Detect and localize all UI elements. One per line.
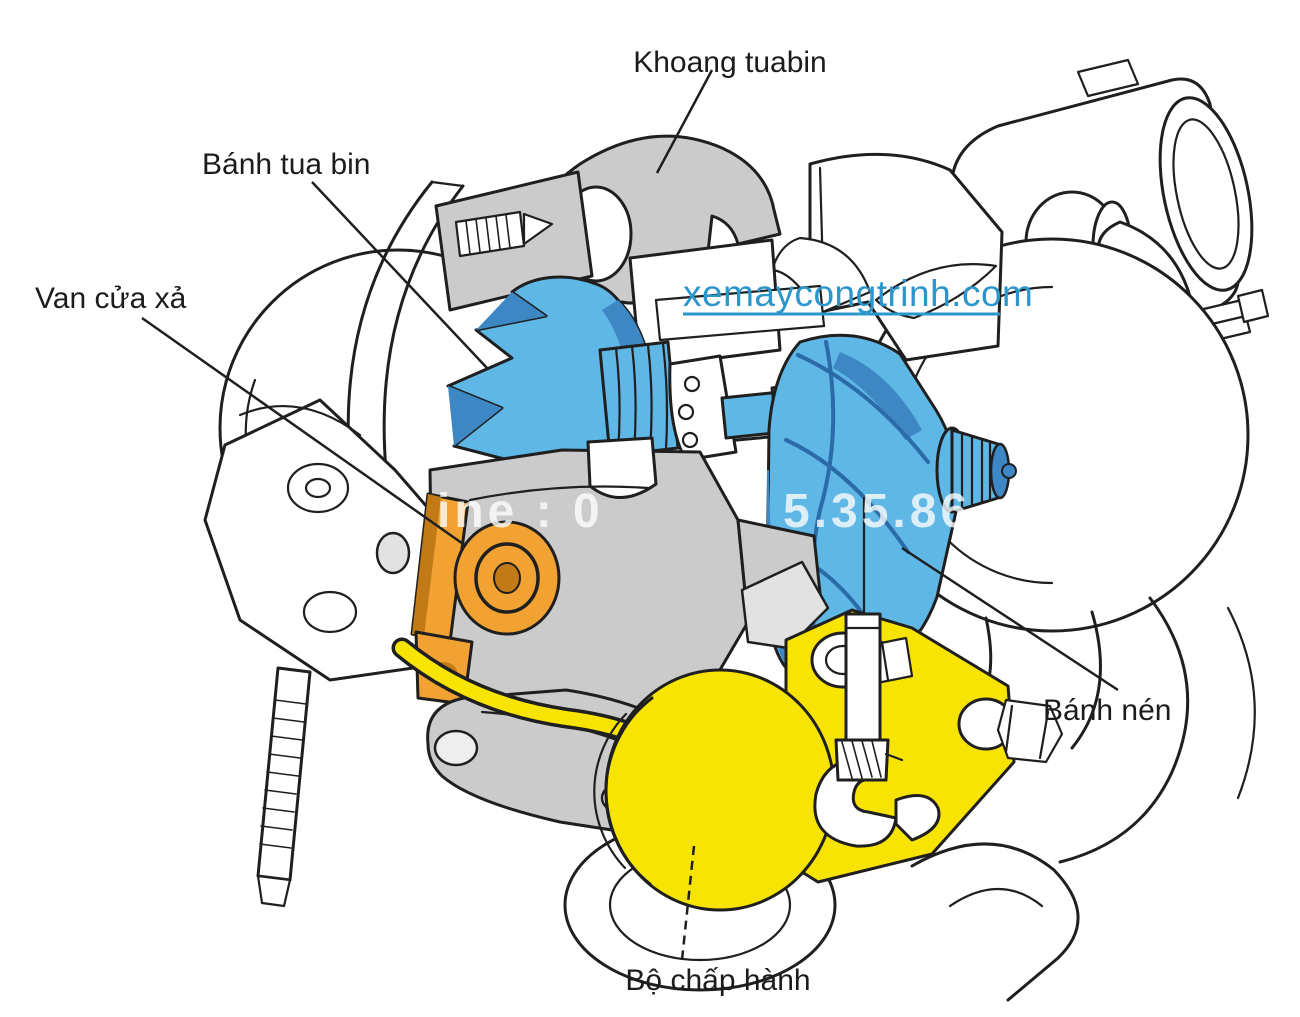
bottom-pipes	[910, 842, 1080, 1002]
housing-leg-right	[1070, 610, 1102, 750]
actuator-arm-end	[740, 560, 830, 650]
label-banh-nen: Bánh nén	[1043, 694, 1171, 727]
duct-end-cap	[1158, 96, 1254, 292]
nut-tip	[1001, 463, 1017, 479]
blade-curve	[796, 353, 930, 464]
exhaust-clamp-bracket	[203, 398, 472, 908]
leader-bo-chap-hanh	[680, 845, 696, 961]
leader-khoang-tuabin	[655, 69, 714, 174]
leader-banh-nen	[901, 546, 1119, 692]
housing-pipe-right-2	[1226, 606, 1256, 800]
bolt-right-line	[1004, 704, 1014, 754]
actuator-hook	[894, 794, 941, 842]
leader-lines	[141, 69, 1119, 961]
clamp-hole-2	[375, 531, 411, 575]
labels: Khoang tuabin Bánh tua bin Van cửa xả Bá…	[35, 46, 1171, 997]
disc-center	[493, 562, 521, 594]
blade-shading	[448, 386, 502, 446]
stud-tip	[256, 874, 292, 908]
bracket-bolt-threads	[465, 214, 511, 255]
blade-curve	[784, 438, 910, 554]
phone-watermark-left: ine : 0	[437, 485, 604, 538]
flange-lug-hole	[433, 729, 479, 767]
disc-ring	[474, 542, 540, 614]
plate-contour	[468, 485, 650, 502]
phone-watermark-right: 5.35.86	[783, 485, 971, 538]
label-van-cua-xa: Van cửa xả	[35, 282, 187, 315]
nut-stripes	[960, 432, 992, 510]
label-banh-tua-bin: Bánh tua bin	[202, 148, 370, 181]
hose-clamp-bolt	[1236, 288, 1270, 324]
housing-pipe-right	[1058, 596, 1190, 864]
leader-banh-tua-bin	[311, 181, 488, 369]
wastegate-pipe-top	[430, 180, 465, 188]
actuator-rod	[844, 612, 882, 746]
clevis-pin	[884, 752, 904, 762]
duct-tab-top	[1076, 58, 1140, 98]
clamp-hole-1-inner	[304, 477, 332, 499]
collar-hole	[683, 375, 701, 393]
actuator	[593, 496, 1064, 912]
stud-threads	[259, 699, 307, 849]
canister-rib	[593, 712, 628, 870]
clamp-hole-3	[302, 590, 358, 634]
collar-hole	[681, 431, 699, 449]
label-khoang-tuabin: Khoang tuabin	[633, 46, 827, 79]
lever-shading	[412, 494, 441, 636]
bracket-bolt-tip	[522, 212, 554, 246]
actuator-hook-slot	[813, 757, 898, 848]
watermarks: ine : 0 5.35.86 xemaycongtrinh.com	[437, 273, 1033, 538]
bolt-right-line	[1038, 710, 1050, 760]
bracket-bolt-top-line	[880, 640, 890, 682]
top-block-shape	[808, 152, 1004, 362]
site-watermark: xemaycongtrinh.com	[683, 273, 1033, 314]
leader-van-cua-xa	[141, 316, 467, 548]
duct-end-cap-inner	[1172, 118, 1240, 270]
clevis-hatch	[841, 740, 882, 779]
label-bo-chap-hanh: Bộ chấp hành	[625, 964, 810, 997]
collar-hole	[677, 403, 695, 421]
bottom-pipe-inner	[948, 888, 1044, 908]
clamp-fold-line	[238, 405, 362, 437]
cone-shade-top	[833, 352, 922, 440]
blade-shading	[476, 292, 546, 330]
bottom-pipe	[910, 842, 1080, 1002]
bracket-bolt-right	[996, 698, 1064, 764]
canister-rib	[604, 696, 654, 886]
